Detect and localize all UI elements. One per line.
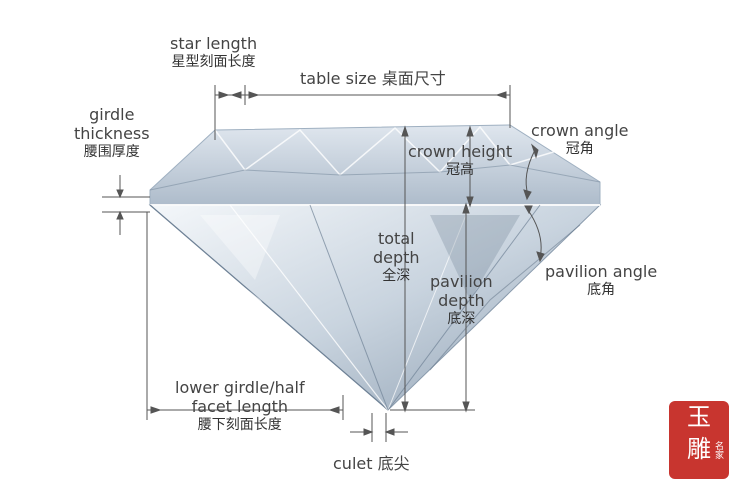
lower-girdle-en2: facet length	[191, 397, 289, 416]
pavilion-angle-label: pavilion angle 底角	[545, 262, 657, 300]
measurement-lines	[102, 85, 545, 442]
pavilion-depth-cn: 底深	[447, 311, 476, 327]
seal-logo: 玉 雕 名家	[669, 401, 729, 479]
total-depth-en1: total	[377, 229, 415, 248]
seal-char-1: 玉	[687, 403, 711, 431]
star-length-cn: 星型刻面长度	[171, 54, 256, 70]
pavilion-angle-en: pavilion angle	[545, 262, 658, 281]
lower-girdle-en1: lower girdle/half	[175, 378, 305, 397]
crown-angle-en: crown angle	[531, 121, 629, 140]
crown-height-cn: 冠高	[446, 162, 475, 178]
pavilion-angle-cn: 底角	[587, 282, 616, 298]
culet-label: culet 底尖	[333, 454, 410, 473]
lower-girdle-cn: 腰下刻面长度	[197, 417, 282, 433]
total-depth-label: total depth 全深	[373, 229, 420, 286]
seal-char-2: 雕	[687, 435, 711, 463]
total-depth-cn: 全深	[382, 268, 411, 284]
crown-height-label: crown height 冠高	[408, 142, 512, 180]
girdle-thickness-label: girdle thickness 腰围厚度	[74, 105, 150, 162]
table-size-label: table size 桌面尺寸	[300, 69, 446, 88]
pavilion-depth-en2: depth	[438, 291, 485, 310]
crown-angle-label: crown angle 冠角	[531, 121, 629, 159]
lower-girdle-label: lower girdle/half facet length 腰下刻面长度	[175, 378, 305, 435]
pavilion-depth-label: pavilion depth 底深	[430, 272, 493, 329]
pavilion-depth-en1: pavilion	[430, 272, 493, 291]
girdle-thickness-en1: girdle	[89, 105, 135, 124]
diamond-image	[148, 124, 602, 411]
total-depth-en2: depth	[373, 248, 420, 267]
girdle-thickness-cn: 腰围厚度	[83, 144, 140, 160]
girdle-thickness-en2: thickness	[74, 124, 150, 143]
star-length-en: star length	[170, 34, 258, 53]
crown-height-en: crown height	[408, 142, 513, 161]
crown-angle-cn: 冠角	[565, 141, 594, 157]
star-length-label: star length 星型刻面长度	[170, 34, 257, 72]
seal-small: 名家	[713, 441, 723, 459]
